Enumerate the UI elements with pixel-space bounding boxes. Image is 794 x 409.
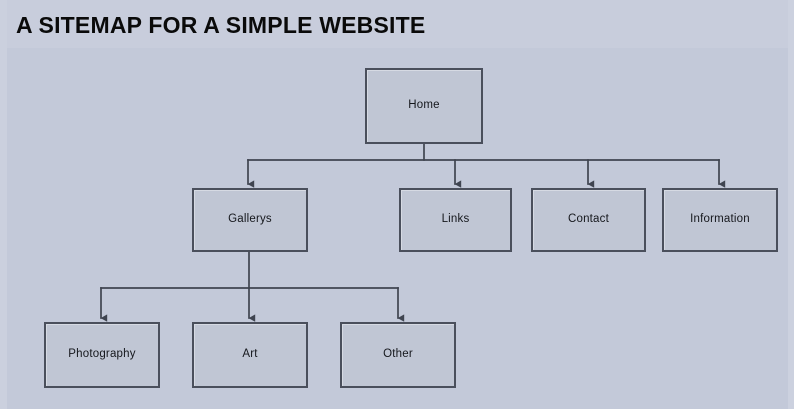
node-label: Information xyxy=(690,213,750,226)
node-links[interactable]: Links xyxy=(399,188,512,252)
node-label: Photography xyxy=(68,348,136,361)
node-other[interactable]: Other xyxy=(340,322,456,388)
left-margin-strip xyxy=(0,0,7,409)
node-art[interactable]: Art xyxy=(192,322,308,388)
node-label: Art xyxy=(242,348,258,361)
node-label: Other xyxy=(383,348,413,361)
node-label: Home xyxy=(408,99,440,112)
page-title: A SITEMAP FOR A SIMPLE WEBSITE xyxy=(16,12,426,38)
node-label: Gallerys xyxy=(228,213,272,226)
node-gallerys[interactable]: Gallerys xyxy=(192,188,308,252)
node-information[interactable]: Information xyxy=(662,188,778,252)
right-margin-strip xyxy=(788,0,794,409)
title-band xyxy=(0,0,794,48)
node-contact[interactable]: Contact xyxy=(531,188,646,252)
node-home[interactable]: Home xyxy=(365,68,483,144)
node-label: Links xyxy=(441,213,470,226)
node-photography[interactable]: Photography xyxy=(44,322,160,388)
node-label: Contact xyxy=(567,213,610,226)
